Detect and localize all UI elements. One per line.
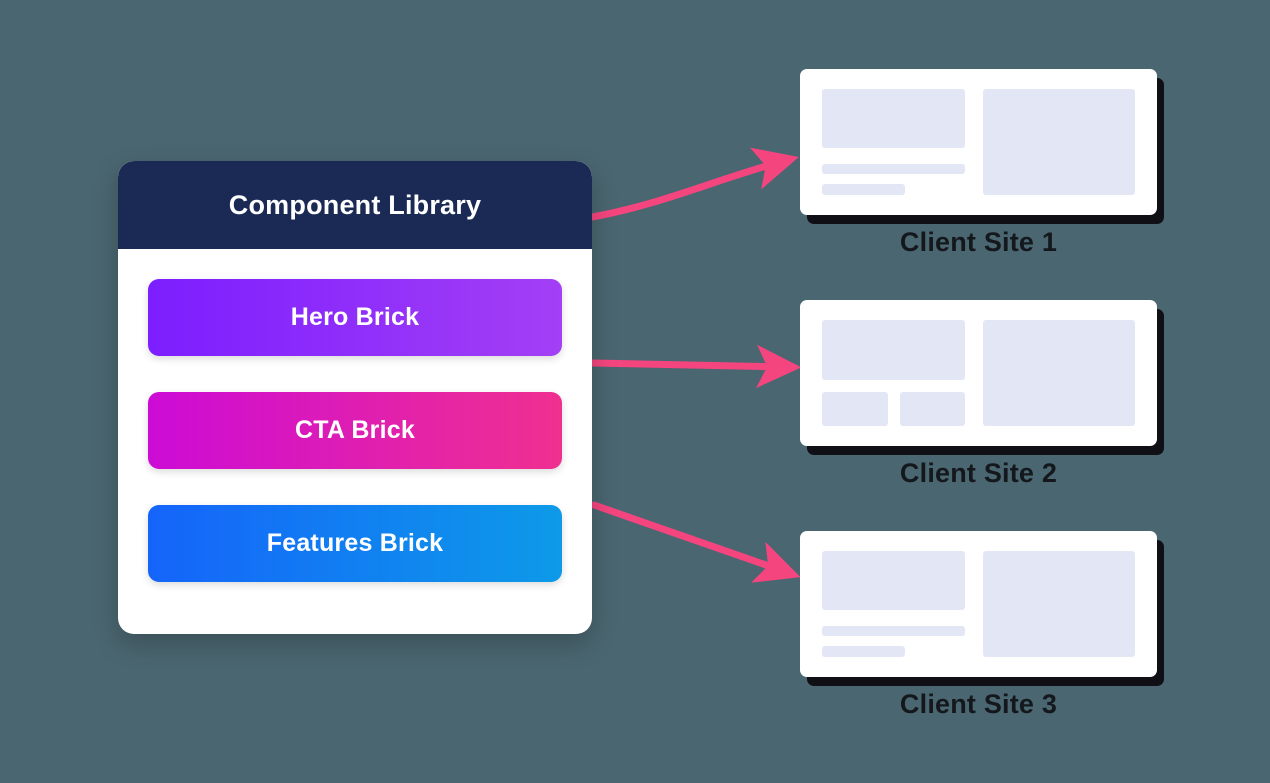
placeholder-hero-block [822,89,965,148]
arrow-to-client-site-3 [590,501,801,583]
placeholder-text-line-short [822,184,905,195]
placeholder-text-line [822,625,965,637]
placeholder-tile [899,392,965,426]
brick-cta-label: CTA Brick [295,416,415,444]
brick-cta[interactable]: CTA Brick [148,392,562,469]
client-site-2-label: Client Site 2 [899,458,1058,488]
site-1-right-column [983,89,1135,195]
site-2-right-column [983,320,1135,426]
placeholder-text-line-short [822,646,905,657]
arrow-to-client-site-1 [588,147,799,221]
placeholder-hero-block [822,320,965,380]
client-site-1-label: Client Site 1 [899,227,1058,257]
client-site-1-card[interactable] [800,69,1157,215]
site-3-wireframe [822,551,1135,657]
site-3-left-column [822,551,965,657]
brick-hero[interactable]: Hero Brick [148,279,562,356]
placeholder-image-block [983,89,1135,195]
arrow-to-client-site-2 [589,344,802,389]
placeholder-hero-block [822,551,965,610]
client-site-3-label: Client Site 3 [899,689,1058,719]
component-library-card: Component Library Hero Brick CTA Brick F… [118,161,592,634]
component-library-header: Component Library [118,161,592,249]
client-site-2-card[interactable] [800,300,1157,446]
site-1-left-column [822,89,965,195]
component-library-title: Component Library [228,189,482,220]
placeholder-tile [822,392,888,426]
placeholder-image-block [983,320,1135,426]
brick-features-label: Features Brick [266,529,444,557]
site-1-wireframe [822,89,1135,195]
site-2-wireframe [822,320,1135,426]
brick-list: Hero Brick CTA Brick Features Brick [118,249,592,582]
site-3-right-column [983,551,1135,657]
brick-features[interactable]: Features Brick [148,505,562,582]
client-site-3-card[interactable] [800,531,1157,677]
placeholder-image-block [983,551,1135,657]
placeholder-tile-row [822,392,965,426]
site-2-left-column [822,320,965,426]
brick-hero-label: Hero Brick [290,303,420,331]
placeholder-text-line [822,163,965,175]
